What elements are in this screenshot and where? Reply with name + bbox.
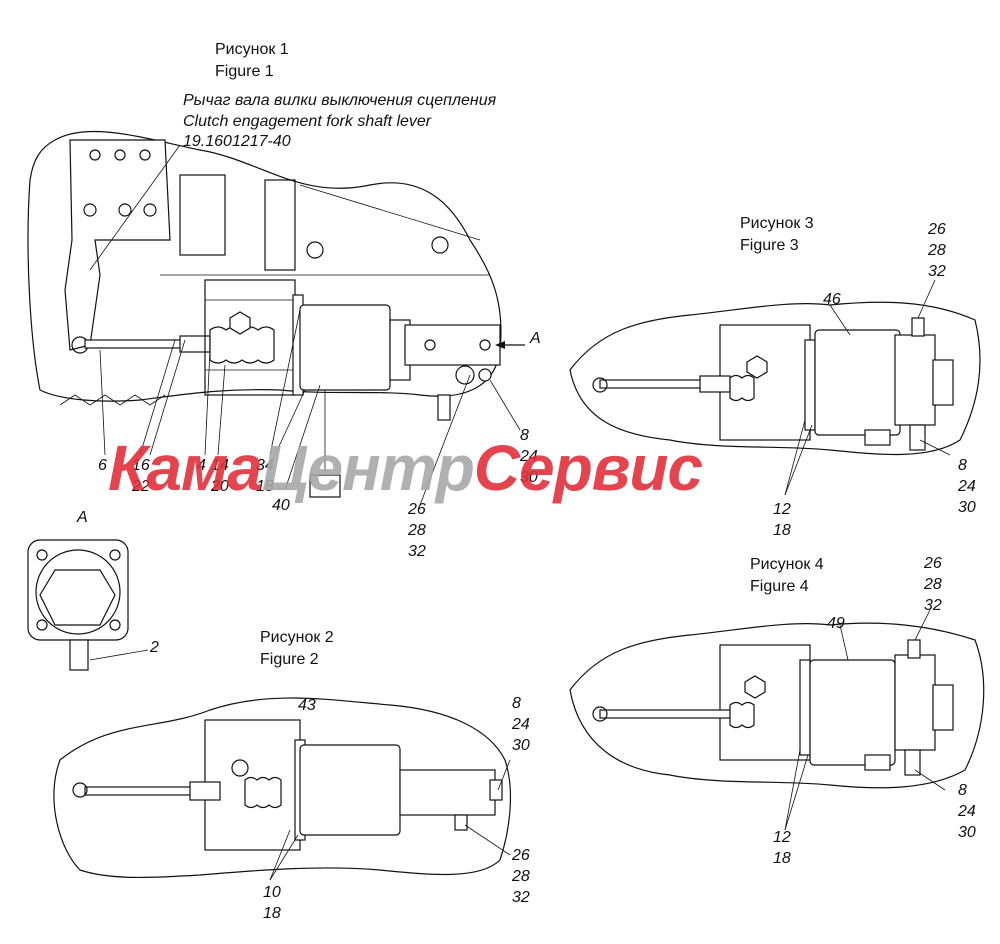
figure4-title-en: Figure 4 xyxy=(750,578,809,595)
mounting-frame xyxy=(204,279,304,396)
fig2-label-10: 10 xyxy=(263,884,281,901)
label-49: 49 xyxy=(827,615,845,632)
figure2-title-en: Figure 2 xyxy=(260,651,319,668)
fig2-label-24: 24 xyxy=(511,716,530,733)
figure1-note-en: Clutch engagement fork shaft lever xyxy=(183,113,432,130)
view-a-label-2: 2 xyxy=(149,639,159,656)
fig4-label-18: 18 xyxy=(773,850,791,867)
label-46: 46 xyxy=(823,291,841,308)
fig4-label-32: 32 xyxy=(924,597,942,614)
fig4-label-8: 8 xyxy=(958,782,967,799)
pushrod xyxy=(84,335,211,353)
label-16: 16 xyxy=(132,457,150,474)
fig3-label-32: 32 xyxy=(928,263,946,280)
label-28: 28 xyxy=(407,522,426,539)
figure1-leaders xyxy=(89,144,521,506)
label-32: 32 xyxy=(408,543,426,560)
watermark: КамаЦентрСервис xyxy=(108,432,703,504)
fig4-label-24: 24 xyxy=(957,803,976,820)
fig4-label-30: 30 xyxy=(958,824,976,841)
figure4-drawing xyxy=(569,609,985,831)
figure4-outline xyxy=(569,622,985,789)
figure1-title-ru: Рисунок 1 xyxy=(215,41,289,58)
label-30: 30 xyxy=(520,469,538,486)
watermark-centr: Центр xyxy=(262,432,474,504)
fig4-label-12: 12 xyxy=(773,829,791,846)
figure2-outline xyxy=(53,697,512,879)
view-a-title: A xyxy=(76,509,88,526)
fig4-label-28: 28 xyxy=(923,576,942,593)
fig3-label-12: 12 xyxy=(773,501,791,518)
fig3-label-26: 26 xyxy=(927,221,946,238)
gearbox-housing xyxy=(59,174,490,406)
figure1-outline xyxy=(27,130,502,402)
fig3-label-18: 18 xyxy=(773,522,791,539)
fig2-label-28: 28 xyxy=(511,868,530,885)
fig2-label-8: 8 xyxy=(512,695,521,712)
figure1-note-ru: Рычаг вала вилки выключения сцепления xyxy=(183,92,497,109)
label-4: 4 xyxy=(197,457,206,474)
svg-text:КамаЦентрСервис: КамаЦентрСервис xyxy=(108,432,702,504)
fig2-label-26: 26 xyxy=(511,847,530,864)
fig3-label-24: 24 xyxy=(957,478,976,495)
label-34: 34 xyxy=(256,457,274,474)
figure3-title-ru: Рисунок 3 xyxy=(740,215,814,232)
label-14: 14 xyxy=(211,457,229,474)
fig2-label-18: 18 xyxy=(263,905,281,922)
figure1-note-part: 19.1601217-40 xyxy=(183,133,291,150)
figure4-title-ru: Рисунок 4 xyxy=(750,556,824,573)
fig4-label-26: 26 xyxy=(923,555,942,572)
figure2-drawing xyxy=(53,697,512,881)
label-8: 8 xyxy=(520,427,529,444)
fig3-label-28: 28 xyxy=(927,242,946,259)
view-marker-a: A xyxy=(529,330,541,347)
watermark-servis: Сервис xyxy=(474,432,703,504)
figure3-outline xyxy=(569,301,981,456)
figure2-title-ru: Рисунок 2 xyxy=(260,629,334,646)
label-18: 18 xyxy=(256,478,274,495)
label-40: 40 xyxy=(272,497,290,514)
figure3-drawing xyxy=(569,279,981,496)
view-arrow-a xyxy=(495,341,525,349)
view-a-drawing xyxy=(27,539,149,671)
fig2-label-32: 32 xyxy=(512,889,530,906)
label-20: 20 xyxy=(210,478,229,495)
label-43: 43 xyxy=(298,697,316,714)
label-22: 22 xyxy=(131,478,150,495)
watermark-kama: Кама xyxy=(108,432,262,504)
label-6: 6 xyxy=(98,457,107,474)
figure3-title-en: Figure 3 xyxy=(740,237,799,254)
fig3-label-30: 30 xyxy=(958,499,976,516)
label-24: 24 xyxy=(519,448,538,465)
figure1-drawing xyxy=(27,130,525,506)
label-26: 26 xyxy=(407,501,426,518)
fork-shaft-lever xyxy=(64,139,171,354)
figure1-title-en: Figure 1 xyxy=(215,63,274,80)
fig3-label-8: 8 xyxy=(958,457,967,474)
clutch-booster-cylinder xyxy=(299,304,501,498)
fig2-label-30: 30 xyxy=(512,737,530,754)
